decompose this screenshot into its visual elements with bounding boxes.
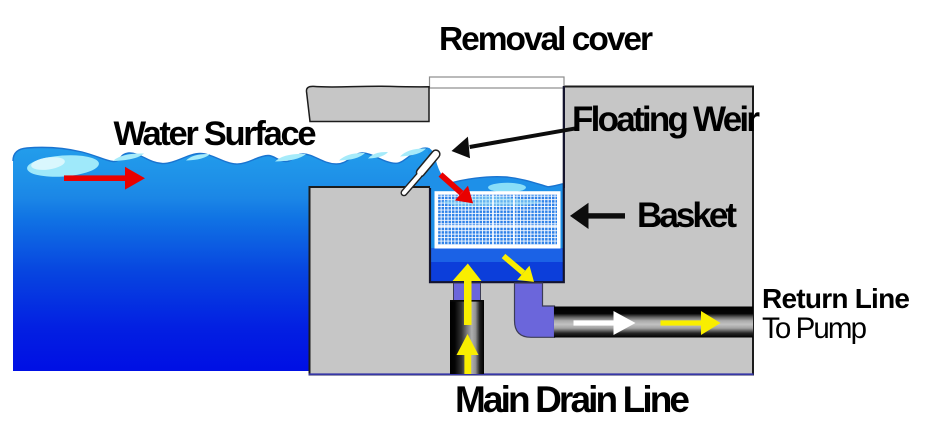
svg-text:Removal cover: Removal cover (439, 21, 653, 58)
svg-text:To Pump: To Pump (762, 312, 867, 345)
svg-text:Main Drain Line: Main Drain Line (455, 379, 690, 420)
svg-text:Floating Weir: Floating Weir (572, 100, 760, 139)
svg-text:Basket: Basket (637, 196, 737, 235)
svg-text:Water Surface: Water Surface (114, 115, 317, 153)
svg-text:Return Line: Return Line (762, 283, 910, 314)
